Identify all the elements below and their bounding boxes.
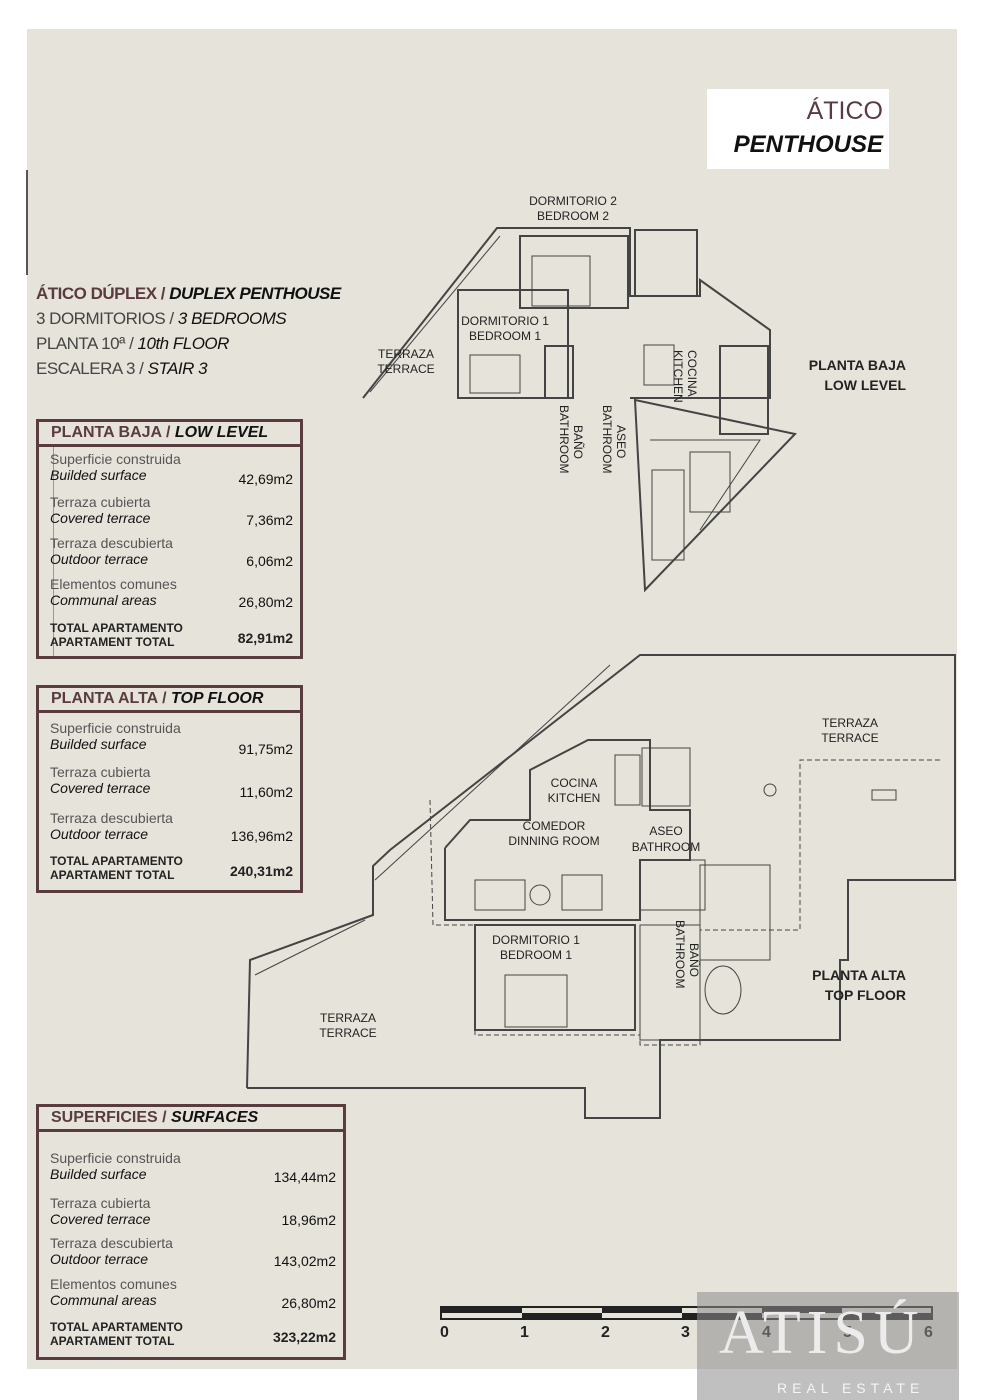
low-level-plan: [362, 227, 797, 593]
scale-tick-0: 0: [440, 1324, 449, 1341]
scale-tick-3: 3: [681, 1324, 690, 1341]
title-en: PENTHOUSE: [733, 131, 883, 158]
top-aseo-en: BATHROOM: [632, 840, 700, 854]
top-kitchen-en: KITCHEN: [548, 791, 601, 805]
low-aseo-es: ASEO: [614, 425, 628, 458]
top-kitchen-es: COCINA: [551, 776, 598, 790]
top-dining-es: COMEDOR: [523, 819, 586, 833]
top-dining-en: DINNING ROOM: [508, 834, 599, 848]
low-dorm1-en: BEDROOM 1: [469, 329, 541, 343]
top-terrace1-es: TERRAZA: [822, 716, 878, 730]
top-bath-en: BATHROOM: [673, 920, 687, 988]
info-type-en: DUPLEX PENTHOUSE: [169, 284, 341, 303]
margin-rule: [26, 170, 28, 275]
info-bedrooms-en: 3 BEDROOMS: [177, 309, 287, 328]
info-stair-en: STAIR 3: [147, 359, 208, 378]
property-info: ÁTICO DÚPLEX / DUPLEX PENTHOUSE 3 DORMIT…: [36, 281, 341, 381]
top-level-label-en: TOP FLOOR: [825, 987, 906, 1003]
watermark-logo: ATISÚ REAL ESTATE: [697, 1292, 959, 1400]
top-level-label-es: PLANTA ALTA: [812, 967, 906, 983]
logo-sub: REAL ESTATE: [777, 1380, 925, 1396]
low-level-label-en: LOW LEVEL: [824, 377, 906, 393]
low-bath-en: BATHROOM: [557, 405, 571, 473]
top-terrace2-es: TERRAZA: [320, 1011, 376, 1025]
surfaces-header: SUPERFICIES / SURFACES: [36, 1104, 346, 1132]
scale-tick-2: 2: [601, 1324, 610, 1341]
info-stair-es: ESCALERA 3 /: [36, 359, 144, 378]
top-floor-table: PLANTA ALTA / TOP FLOOR Superficie const…: [36, 685, 303, 893]
top-terrace1-en: TERRACE: [821, 731, 878, 745]
scale-tick-1: 1: [520, 1324, 529, 1341]
low-terrace-es: TERRAZA: [378, 347, 434, 361]
low-level-label-es: PLANTA BAJA: [809, 357, 906, 373]
low-level-table: PLANTA BAJA / LOW LEVEL Superficie const…: [36, 419, 303, 659]
low-bath-es: BAÑO: [571, 425, 585, 459]
top-aseo-es: ASEO: [649, 824, 682, 838]
title-es: ÁTICO: [806, 97, 883, 125]
top-floor-header: PLANTA ALTA / TOP FLOOR: [36, 685, 303, 713]
top-dorm1-en: BEDROOM 1: [500, 948, 572, 962]
info-bedrooms-es: 3 DORMITORIOS /: [36, 309, 174, 328]
surfaces-table: SUPERFICIES / SURFACES Superficie constr…: [36, 1104, 346, 1360]
info-floor-en: 10th FLOOR: [137, 334, 230, 353]
low-dorm2-es: DORMITORIO 2: [529, 194, 617, 208]
low-kitchen-en: KITCHEN: [671, 350, 685, 403]
top-floor-plan: [246, 654, 956, 1119]
title-box: ÁTICO PENTHOUSE: [707, 89, 889, 169]
low-level-header: PLANTA BAJA / LOW LEVEL: [36, 419, 303, 447]
low-aseo-en: BATHROOM: [600, 405, 614, 473]
top-bath-es: BAÑO: [687, 943, 701, 977]
low-kitchen-es: COCINA: [685, 350, 699, 397]
top-terrace2-en: TERRACE: [319, 1026, 376, 1040]
info-type-es: ÁTICO DÚPLEX /: [36, 284, 166, 303]
low-dorm1-es: DORMITORIO 1: [461, 314, 549, 328]
logo-brand: ATISÚ: [719, 1299, 925, 1367]
low-terrace-en: TERRACE: [377, 362, 434, 376]
top-dorm1-es: DORMITORIO 1: [492, 933, 580, 947]
info-floor-es: PLANTA 10ª /: [36, 334, 134, 353]
low-dorm2-en: BEDROOM 2: [537, 209, 609, 223]
